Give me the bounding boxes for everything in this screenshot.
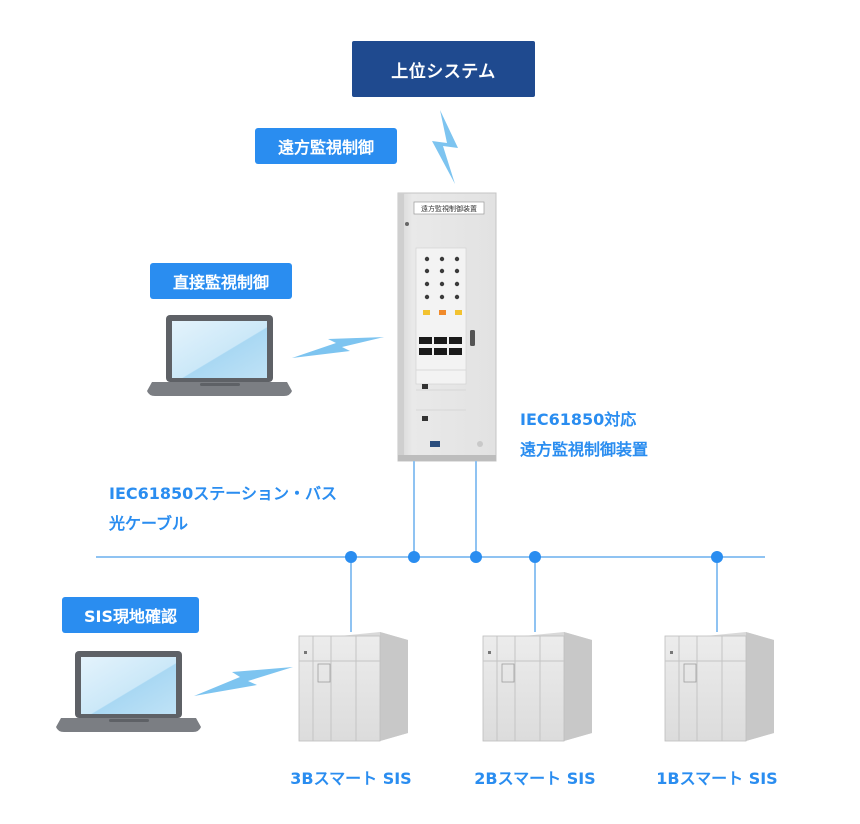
wireless-signal-icon xyxy=(292,337,384,358)
upper-system-label: 上位システム xyxy=(391,61,496,82)
remote-control-panel: 遠方監視制御装置 xyxy=(397,192,497,462)
bus-node xyxy=(345,551,723,563)
tag-sis-local-label: SIS現地確認 xyxy=(83,607,177,626)
wireless-signal-icon xyxy=(194,667,293,696)
switch-knobs xyxy=(424,256,460,300)
sis-cabinet-3b xyxy=(298,632,408,742)
bus-label: IEC61850ステーション・バス 光ケーブル xyxy=(109,479,337,539)
meter-displays xyxy=(419,337,462,355)
wireless-signal-icon xyxy=(432,110,458,184)
tag-remote-label: 遠方監視制御 xyxy=(277,138,374,157)
sis-cabinet-2b xyxy=(482,632,592,742)
upper-system-box: 上位システム xyxy=(352,41,535,97)
tag-direct-label: 直接監視制御 xyxy=(172,273,269,292)
panel-title-text: 遠方監視制御装置 xyxy=(421,204,477,213)
sis-label-3b: 3Bスマート SIS xyxy=(290,769,412,788)
device-label-line2: 遠方監視制御装置 xyxy=(520,440,649,459)
door-handle xyxy=(470,330,475,346)
indicator-lamps xyxy=(423,310,462,315)
panel-title-plate xyxy=(413,201,485,215)
sis-label-1b: 1Bスマート SIS xyxy=(656,769,778,788)
bus-label-line1: IEC61850ステーション・バス xyxy=(109,484,337,503)
sis-cabinet-1b xyxy=(664,632,774,742)
bus-label-line2: 光ケーブル xyxy=(109,514,189,533)
tag-sis-local: SIS現地確認 xyxy=(62,597,199,633)
maker-logo xyxy=(430,441,440,447)
laptop-icon xyxy=(56,651,201,732)
laptop-icon xyxy=(147,315,292,396)
device-label-line1: IEC61850対応 xyxy=(520,410,637,429)
device-label: IEC61850対応 遠方監視制御装置 xyxy=(520,405,648,465)
tag-direct-control: 直接監視制御 xyxy=(150,263,292,299)
sis-label-2b: 2Bスマート SIS xyxy=(474,769,596,788)
tag-remote-control: 遠方監視制御 xyxy=(255,128,397,164)
